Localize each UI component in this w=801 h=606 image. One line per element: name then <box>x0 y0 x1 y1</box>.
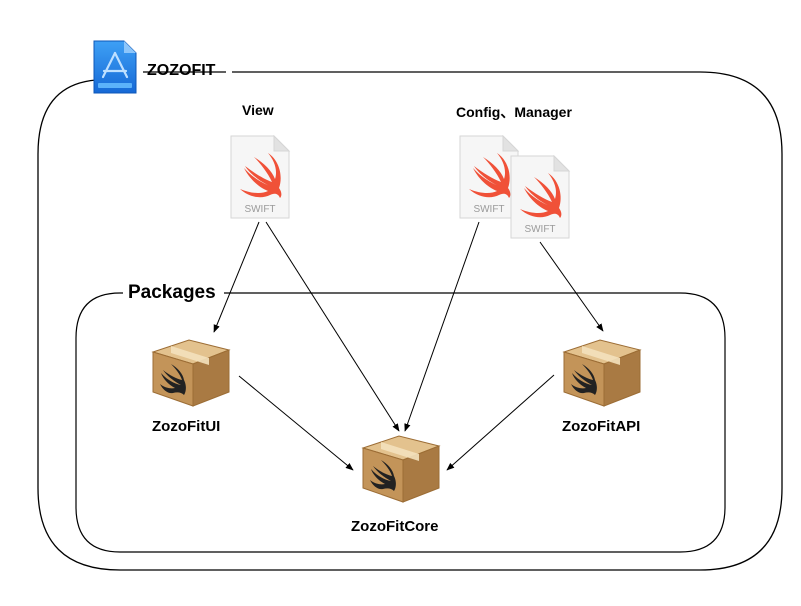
edge-zozofitapi-to-zozofitcore <box>446 374 555 471</box>
xcode-project-icon <box>90 39 138 95</box>
swift-file-icon: SWIFT <box>228 134 292 219</box>
edge-manager-to-zozofitapi <box>539 241 604 332</box>
edge-view-to-zozofitcore <box>265 221 400 432</box>
package-label-zozofitcore: ZozoFitCore <box>351 518 439 535</box>
config-manager-files-label: Config、Manager <box>456 104 572 120</box>
package-label-zozofitapi: ZozoFitAPI <box>562 418 641 435</box>
swift-file-type: SWIFT <box>244 204 275 215</box>
edge-view-to-zozofitui <box>213 221 260 333</box>
swift-package-icon <box>151 338 231 408</box>
swift-file-icon: SWIFT <box>457 134 521 219</box>
project-title: ZOZOFIT <box>147 62 216 79</box>
edge-zozofitui-to-zozofitcore <box>238 375 354 471</box>
swift-package-icon <box>361 434 441 504</box>
project-frame <box>37 71 783 571</box>
edge-config-to-zozofitcore <box>404 221 480 432</box>
package-label-zozofitui: ZozoFitUI <box>152 418 221 435</box>
swift-file-type: SWIFT <box>524 224 555 235</box>
swift-file-type: SWIFT <box>473 204 504 215</box>
swift-package-icon <box>562 338 642 408</box>
packages-frame <box>75 292 726 553</box>
swift-file-icon: SWIFT <box>508 154 572 239</box>
packages-group-label: Packages <box>128 282 216 303</box>
view-files-label: View <box>242 102 274 118</box>
